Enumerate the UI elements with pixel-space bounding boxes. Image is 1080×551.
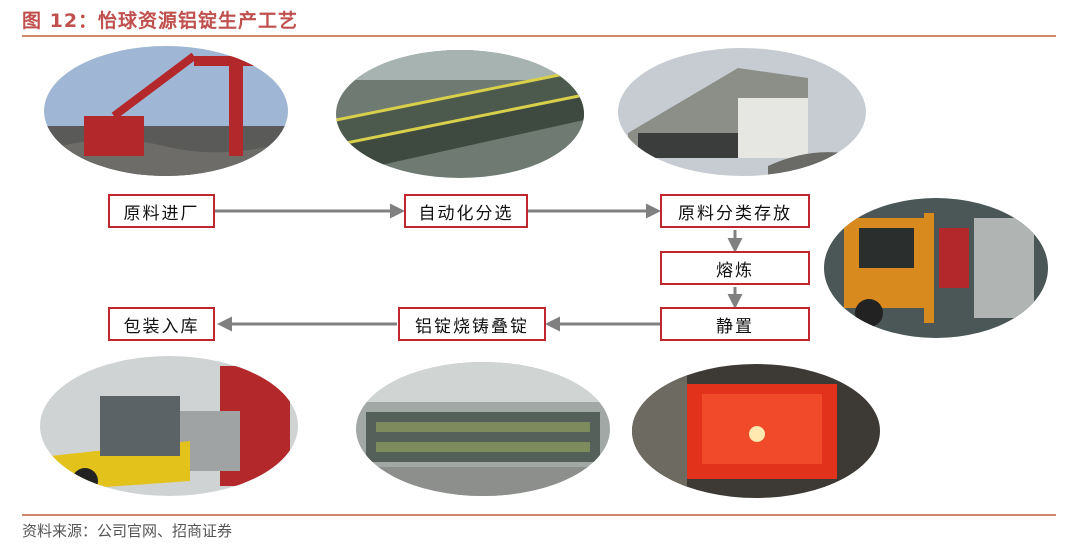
step-holding: 静置 bbox=[660, 307, 810, 341]
step-packaging-warehousing: 包装入库 bbox=[108, 307, 215, 341]
photo-casting-line bbox=[356, 362, 610, 496]
photo-forklift-furnace bbox=[824, 198, 1048, 338]
figure-title: 图 12：怡球资源铝锭生产工艺 bbox=[22, 10, 299, 32]
step-classified-storage: 原料分类存放 bbox=[660, 194, 810, 228]
step-ingot-casting-stacking: 铝锭烧铸叠锭 bbox=[398, 307, 546, 341]
step-automated-sorting: 自动化分选 bbox=[404, 194, 528, 228]
step-raw-material-intake: 原料进厂 bbox=[108, 194, 215, 228]
photo-crane-scrap-yard bbox=[44, 46, 288, 176]
photo-storage-warehouse bbox=[618, 48, 866, 176]
title-divider bbox=[22, 35, 1056, 37]
source-divider bbox=[22, 514, 1056, 516]
step-smelting: 熔炼 bbox=[660, 251, 810, 285]
source-note: 资料来源：公司官网、招商证券 bbox=[22, 522, 233, 540]
photo-sorting-conveyor bbox=[336, 50, 584, 178]
